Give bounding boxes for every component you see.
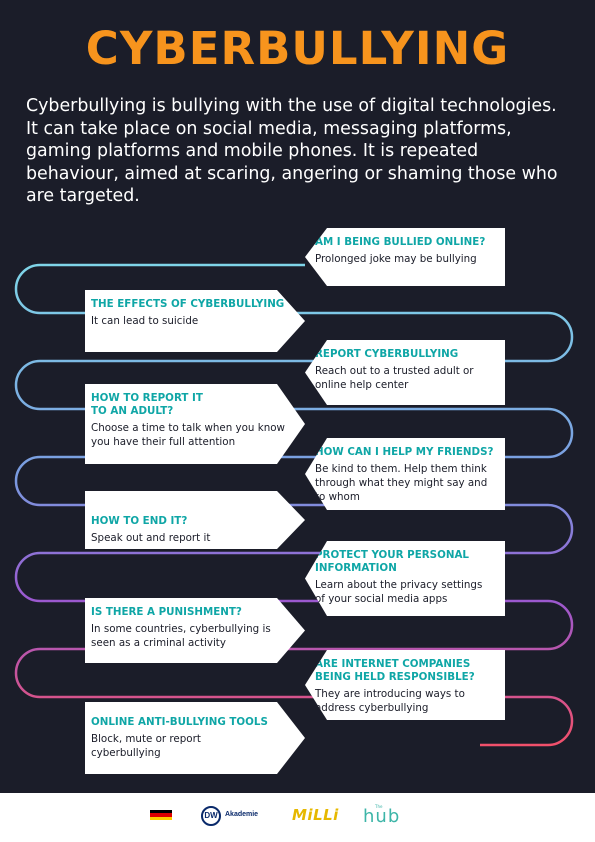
path-line [14,263,574,747]
journey-path [14,263,574,747]
card-heading: HOW CAN I HELP MY FRIENDS? [315,446,494,458]
the-hub-logo: The hub [363,804,407,828]
card-anti-bullying-tools: ONLINE ANTI-BULLYING TOOLS Block, mute o… [85,702,305,774]
card-body: Choose a time to talk when you know you … [91,422,285,448]
card-body: Reach out to a trusted adult or online h… [315,365,474,391]
page-title: CYBERBULLYING [85,22,510,75]
card-protect-personal-info: PROTECT YOUR PERSONAL INFORMATION Learn … [305,541,505,616]
card-heading: ONLINE ANTI-BULLYING TOOLS [91,716,268,728]
german-flag-icon [150,810,172,820]
flag-stripe [150,813,172,817]
card-body: Learn about the privacy settings of your… [315,579,483,605]
flag-stripe [150,816,172,820]
card-heading: HOW TO REPORT IT TO AN ADULT? [91,392,203,417]
footer-logos: DW Akademie MiLLi The hub [0,793,595,842]
card-body: Speak out and report it [91,532,211,544]
card-body: In some countries, cyberbullying is seen… [91,623,271,649]
card-report-cyberbullying: REPORT CYBERBULLYING Reach out to a trus… [305,340,505,405]
milli-wordmark: MiLLi [292,806,339,824]
card-heading: PROTECT YOUR PERSONAL INFORMATION [315,549,469,574]
flag-stripe [150,810,172,814]
card-body: Block, mute or report cyberbullying [91,733,201,759]
intro-paragraph: Cyberbullying is bullying with the use o… [26,96,558,206]
card-how-to-report-to-adult: HOW TO REPORT IT TO AN ADULT? Choose a t… [85,384,305,464]
card-body: Prolonged joke may be bullying [315,253,477,265]
card-heading: REPORT CYBERBULLYING [315,348,459,360]
card-am-i-being-bullied: AM I BEING BULLIED ONLINE? Prolonged jok… [305,228,505,286]
card-heading: IS THERE A PUNISHMENT? [91,606,242,618]
milli-logo: MiLLi [292,806,348,828]
card-heading: ARE INTERNET COMPANIES BEING HELD RESPON… [315,658,475,683]
card-effects-of-cyberbullying: THE EFFECTS OF CYBERBULLYING It can lead… [85,290,305,352]
card-body: It can lead to suicide [91,315,199,327]
card-body: Be kind to them. Help them think through… [315,463,488,503]
card-heading: AM I BEING BULLIED ONLINE? [315,236,486,248]
hub-the: The [375,804,383,809]
card-is-there-a-punishment: IS THERE A PUNISHMENT? In some countries… [85,598,305,663]
card-body: They are introducing ways to address cyb… [315,688,465,714]
dw-akademie-logo: DW Akademie [201,806,259,828]
card-heading: HOW TO END IT? [91,515,188,527]
dw-name: Akademie [225,811,259,818]
hub-wordmark: hub [363,806,401,827]
card-how-to-end-it: HOW TO END IT? Speak out and report it [85,491,305,549]
card-internet-companies: ARE INTERNET COMPANIES BEING HELD RESPON… [305,650,505,720]
dw-mark: DW [201,806,221,826]
card-heading: THE EFFECTS OF CYBERBULLYING [91,298,285,310]
card-help-my-friends: HOW CAN I HELP MY FRIENDS? Be kind to th… [305,438,505,510]
